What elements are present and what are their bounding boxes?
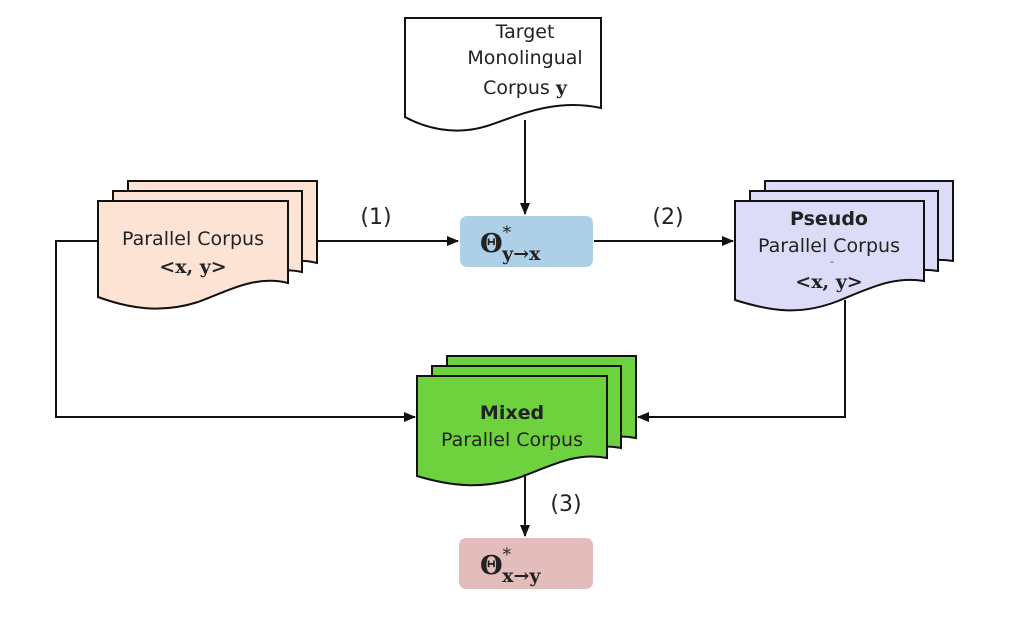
- parallel-corpus-label: Parallel Corpus: [122, 228, 264, 250]
- edge-pseudo-to-mixed: [637, 300, 846, 422]
- pseudo-corpus-stack-front: [734, 200, 925, 312]
- target-corpus-doc-shape: [404, 17, 602, 132]
- forward-model-sup: *: [503, 545, 512, 565]
- forward-model-symbol: Θ: [480, 551, 503, 581]
- parallel-corpus-node: Parallel Corpus <x, y>: [97, 180, 318, 310]
- forward-model-sub: x→y: [502, 565, 541, 587]
- backward-model-symbol: Θ: [480, 229, 503, 259]
- step-label-1: (1): [360, 205, 391, 230]
- backward-model-sup: *: [503, 223, 512, 243]
- target-corpus-line-1: Target: [495, 21, 555, 43]
- pseudo-corpus-title: Pseudo: [790, 208, 868, 230]
- backward-model-label: Θ*y→x: [480, 223, 541, 265]
- mixed-corpus-title: Mixed: [480, 402, 544, 424]
- forward-model-label: Θ*x→y: [480, 545, 541, 587]
- target-corpus-line-2: Monolingual: [467, 47, 582, 69]
- backward-model-sub: y→x: [501, 243, 541, 265]
- pseudo-corpus-node: Pseudo Parallel Corpus - <x, y>: [734, 180, 954, 312]
- mixed-corpus-stack-front: [416, 375, 608, 487]
- step-label-2: (2): [652, 205, 683, 230]
- backward-model-node: Θ*y→x: [460, 216, 593, 267]
- pseudo-corpus-pair: <x, y>: [795, 271, 862, 293]
- mixed-corpus-label: Parallel Corpus: [441, 429, 583, 451]
- parallel-corpus-pair: <x, y>: [159, 256, 226, 278]
- step-label-3: (3): [550, 492, 581, 517]
- forward-model-node: Θ*x→y: [459, 538, 593, 589]
- edge-parallel-to-mixed: [55, 240, 416, 422]
- backward-model-box: [460, 216, 593, 267]
- mixed-corpus-node: Mixed Parallel Corpus: [416, 355, 637, 487]
- target-corpus-var: y: [555, 77, 568, 99]
- target-corpus-label: Corpus: [483, 77, 550, 99]
- pseudo-corpus-mark: -: [830, 255, 834, 268]
- forward-model-box: [459, 538, 593, 589]
- pseudo-corpus-label: Parallel Corpus: [758, 235, 900, 257]
- parallel-corpus-stack-front: [97, 200, 289, 310]
